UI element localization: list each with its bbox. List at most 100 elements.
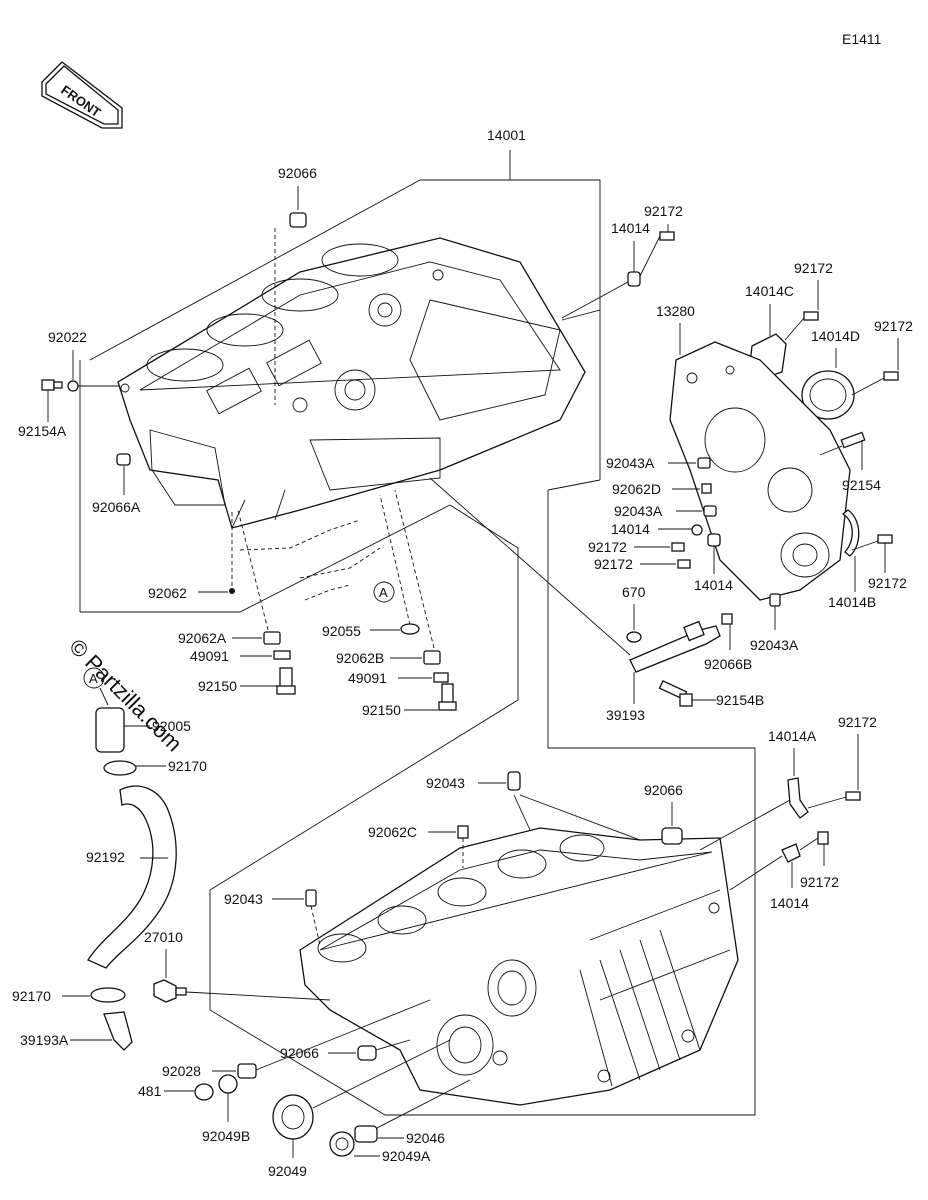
label-92154A: 92154A [18,423,67,439]
pipe-92028 [237,1063,257,1079]
label-92172-e: 92172 [594,556,633,572]
label-92049A: 92049A [382,1148,431,1164]
dowel-92062C [457,825,469,839]
bolt-92172-g [845,791,861,801]
label-92150-left: 92150 [198,678,237,694]
bracket-14014-c [707,533,721,547]
washer-92022 [67,380,79,392]
gasket-14014D [801,370,855,420]
label-14014-a: 14014 [611,220,650,236]
plug-92066-bot [357,1045,377,1061]
upper-crankcase [117,237,586,529]
clamp-92170-top [103,760,137,776]
label-14014-d: 14014 [770,895,809,911]
plug-92066A [116,453,131,466]
callout-a-circle-lower [83,667,105,689]
label-49091-left: 49091 [190,648,229,664]
diagram-code: E1411 [842,31,882,47]
label-49091-right: 49091 [348,670,387,686]
plug-92066B [721,613,733,625]
label-92043A-c: 92043A [750,637,799,653]
dowel-92043A-c [769,593,781,607]
callout-a-lower: A [89,671,98,686]
label-92172-d: 92172 [588,539,627,555]
label-92170-top: 92170 [168,758,207,774]
label-92049B: 92049B [202,1128,250,1144]
label-481: 481 [138,1083,162,1099]
spring-49091-left [273,650,291,660]
label-92049: 92049 [268,1163,307,1179]
label-92062: 92062 [148,585,187,601]
label-14014A: 14014A [768,728,817,744]
seal-92049B [218,1074,238,1094]
dowel-92062D [701,483,712,494]
label-92043A-b: 92043A [614,503,663,519]
label-92172-c: 92172 [874,318,913,334]
spring-49091-right [433,672,449,683]
nut-92066-mid [661,827,683,845]
dowel-92043A-a [697,457,711,469]
label-27010: 27010 [144,929,183,945]
label-92062A: 92062A [178,630,227,646]
label-92154: 92154 [842,477,881,493]
dowel-92043-top [507,771,521,791]
pipe-92005 [95,707,125,753]
jet-92062A [263,631,281,645]
label-92046: 92046 [406,1130,445,1146]
callout-a-upper: A [379,585,388,600]
label-39193: 39193 [606,707,645,723]
label-14014D: 14014D [811,328,860,344]
bolt-92172-e [677,559,691,569]
bolt-92154A [41,379,63,391]
label-13280: 13280 [656,303,695,319]
hose-92192 [87,785,177,969]
bolt-92150-left [276,667,296,695]
label-92170-bot: 92170 [12,988,51,1004]
label-92066-mid: 92066 [644,782,683,798]
label-670: 670 [622,584,646,600]
label-92172-a: 92172 [644,203,683,219]
label-92066B: 92066B [704,656,752,672]
label-14014-c: 14014 [694,577,733,593]
dowel-92043-left [305,889,317,907]
label-92028: 92028 [162,1063,201,1079]
bolt-92154 [840,431,866,449]
label-92192: 92192 [86,849,125,865]
label-92005: 92005 [152,718,191,734]
watermark-partzilla: © Partzilla.com [64,634,187,757]
label-39193A: 39193A [20,1032,69,1048]
clamp-92170-bot [90,987,126,1003]
seal-92049A [329,1131,355,1157]
label-92062B: 92062B [336,650,384,666]
label-92055: 92055 [322,623,361,639]
label-14014-b: 14014 [611,521,650,537]
dowel-92043A-b [703,505,717,517]
washer-14014-b [691,524,703,536]
bolt-92150-right [438,683,457,711]
bolt-92172-b [803,311,819,321]
bolt-92172-f [877,534,893,544]
lower-crankcase [299,827,739,1106]
pipe-39193 [629,620,721,673]
label-92172-h: 92172 [800,874,839,890]
label-92043-top: 92043 [426,775,465,791]
label-14014B: 14014B [828,594,876,610]
front-arrow-icon: FRONT [41,61,123,129]
label-92066A: 92066A [92,499,141,515]
bolt-92154B [658,680,693,707]
bolt-92172-a [659,231,675,241]
label-92172-b: 92172 [794,260,833,276]
seal-92049 [272,1094,314,1140]
bracket-14014B [841,509,860,557]
bolt-92172-c [883,371,899,381]
bracket-14014A [787,777,809,819]
label-92062D: 92062D [612,481,661,497]
oring-670 [626,631,642,643]
label-92062C: 92062C [368,824,417,840]
dowel-92062 [229,588,235,594]
bracket-14014-d [781,843,801,863]
label-92172-f: 92172 [868,575,907,591]
bolt-92172-h [817,831,829,845]
label-92043A-a: 92043A [606,455,655,471]
